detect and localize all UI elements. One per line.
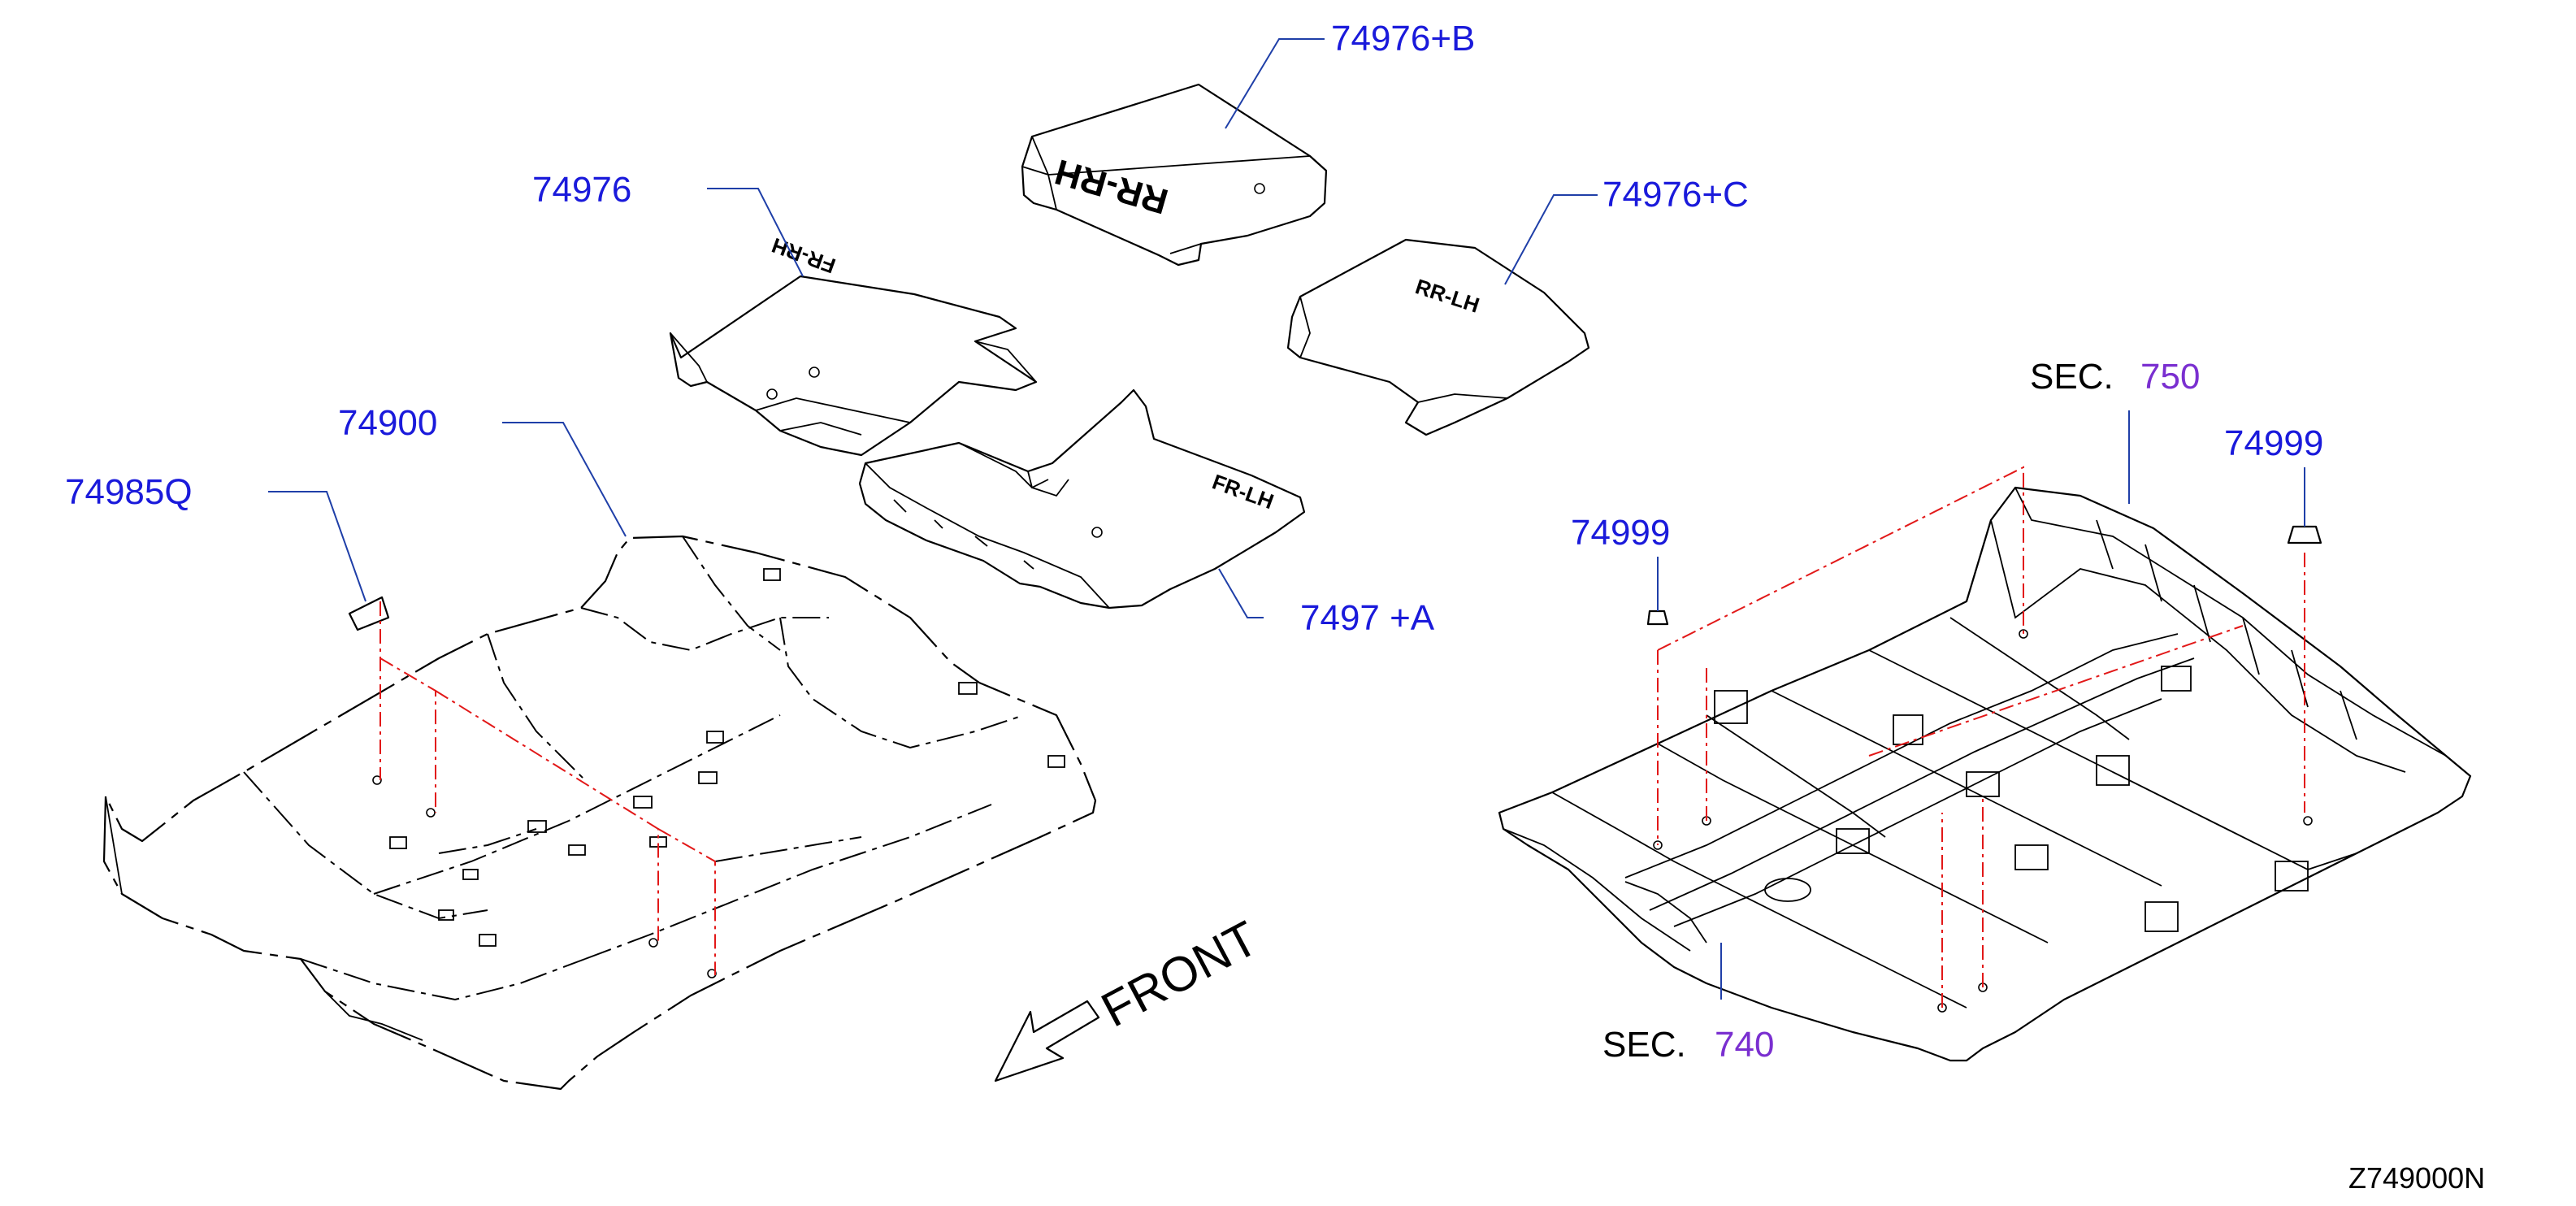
callout-74976-b: 74976+B bbox=[1331, 19, 1475, 59]
floor-panel bbox=[1498, 486, 2472, 1062]
mat-rear-rh: RR-RH bbox=[1021, 83, 1328, 267]
callout-74976: 74976 bbox=[532, 170, 631, 210]
plug-right bbox=[2287, 525, 2322, 544]
mat-rear-lh: RR-LH bbox=[1286, 238, 1590, 436]
mat-marking-fr-rh: FR-RH bbox=[769, 233, 839, 279]
installation-centerlines bbox=[379, 466, 2305, 1008]
sec-750-prefix: SEC. bbox=[2030, 357, 2114, 397]
front-label: FRONT bbox=[1093, 910, 1267, 1037]
floor-carpet bbox=[102, 535, 1097, 1091]
callout-74985q: 74985Q bbox=[65, 472, 193, 512]
sec-740-number[interactable]: 740 bbox=[1715, 1025, 1774, 1065]
callout-labels: 74976+B 74976 74976+C 74900 74985Q 7497 … bbox=[65, 19, 2323, 638]
leader-lines bbox=[268, 38, 2305, 1000]
section-reference-740[interactable]: SEC. 740 bbox=[1602, 1025, 1774, 1065]
diagram-id: Z749000N bbox=[2348, 1161, 2485, 1195]
mat-front-rh: FR-RH bbox=[669, 233, 1038, 457]
front-direction-arrow: FRONT bbox=[994, 910, 1267, 1082]
callout-74999-left: 74999 bbox=[1571, 513, 1670, 553]
callout-74900: 74900 bbox=[338, 403, 437, 443]
callout-74999-right: 74999 bbox=[2224, 423, 2323, 463]
carpet-clip bbox=[348, 596, 390, 631]
plug-left bbox=[1646, 610, 1669, 626]
callout-74976-c: 74976+C bbox=[1602, 175, 1749, 215]
callout-74976-a: 7497 +A bbox=[1300, 598, 1435, 638]
section-reference-750[interactable]: SEC. 750 bbox=[2030, 357, 2200, 397]
sec-740-prefix: SEC. bbox=[1602, 1025, 1686, 1065]
mat-front-lh: FR-LH bbox=[858, 388, 1306, 610]
sec-750-number[interactable]: 750 bbox=[2140, 357, 2200, 397]
